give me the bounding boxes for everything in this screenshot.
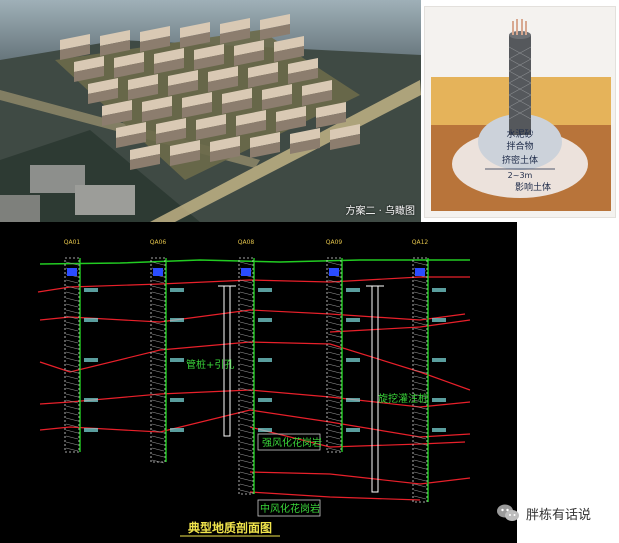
wechat-icon xyxy=(497,504,519,521)
borehole: QA06 xyxy=(150,239,184,464)
ground-line xyxy=(39,259,470,265)
borehole-id: QA09 xyxy=(326,239,343,246)
rebar-tops xyxy=(512,19,527,35)
annotation-bored-pile: 旋挖灌注桩 xyxy=(378,392,428,405)
borehole-id: QA01 xyxy=(64,239,81,246)
borehole-id: QA12 xyxy=(412,239,429,246)
pile-diagram-svg: 水泥砂 拌合物 挤密土体 2~3m 影响土体 xyxy=(431,19,611,211)
borehole-id: QA08 xyxy=(238,239,255,246)
buildings-group xyxy=(60,14,360,170)
label-mix2: 拌合物 xyxy=(506,140,533,152)
rendering-caption: 方案二 · 乌瞰图 xyxy=(345,206,415,217)
section-title: 典型地质剖面图 xyxy=(188,520,272,535)
aerial-rendering-image xyxy=(0,0,421,222)
compacted-soil-zone xyxy=(478,114,562,170)
label-affected: 影响土体 xyxy=(515,181,551,193)
borehole: QA09 xyxy=(326,239,360,453)
aerial-rendering: 方案二 · 乌瞰图 xyxy=(0,0,421,222)
layer-box-strong-weathered: 强风化花岗岩 xyxy=(262,436,322,449)
borehole-id: QA06 xyxy=(150,239,167,246)
label-width: 2~3m xyxy=(508,171,533,180)
watermark-text: 胖栋有话说 xyxy=(526,507,592,523)
layer-box-moderate-weathered: 中风化花岗岩 xyxy=(260,502,320,515)
borehole: QA01 xyxy=(64,239,98,453)
borehole: QA08 xyxy=(238,239,272,495)
label-mix: 水泥砂 xyxy=(506,128,533,140)
watermark: 胖栋有话说 xyxy=(496,500,591,526)
annotation-pipe-pile: 管桩+引孔 xyxy=(186,358,234,371)
pile-symbols xyxy=(218,285,384,493)
label-compact: 挤密土体 xyxy=(502,154,538,166)
pile-diagram: 水泥砂 拌合物 挤密土体 2~3m 影响土体 xyxy=(424,6,616,218)
borehole: QA12 xyxy=(412,239,446,503)
